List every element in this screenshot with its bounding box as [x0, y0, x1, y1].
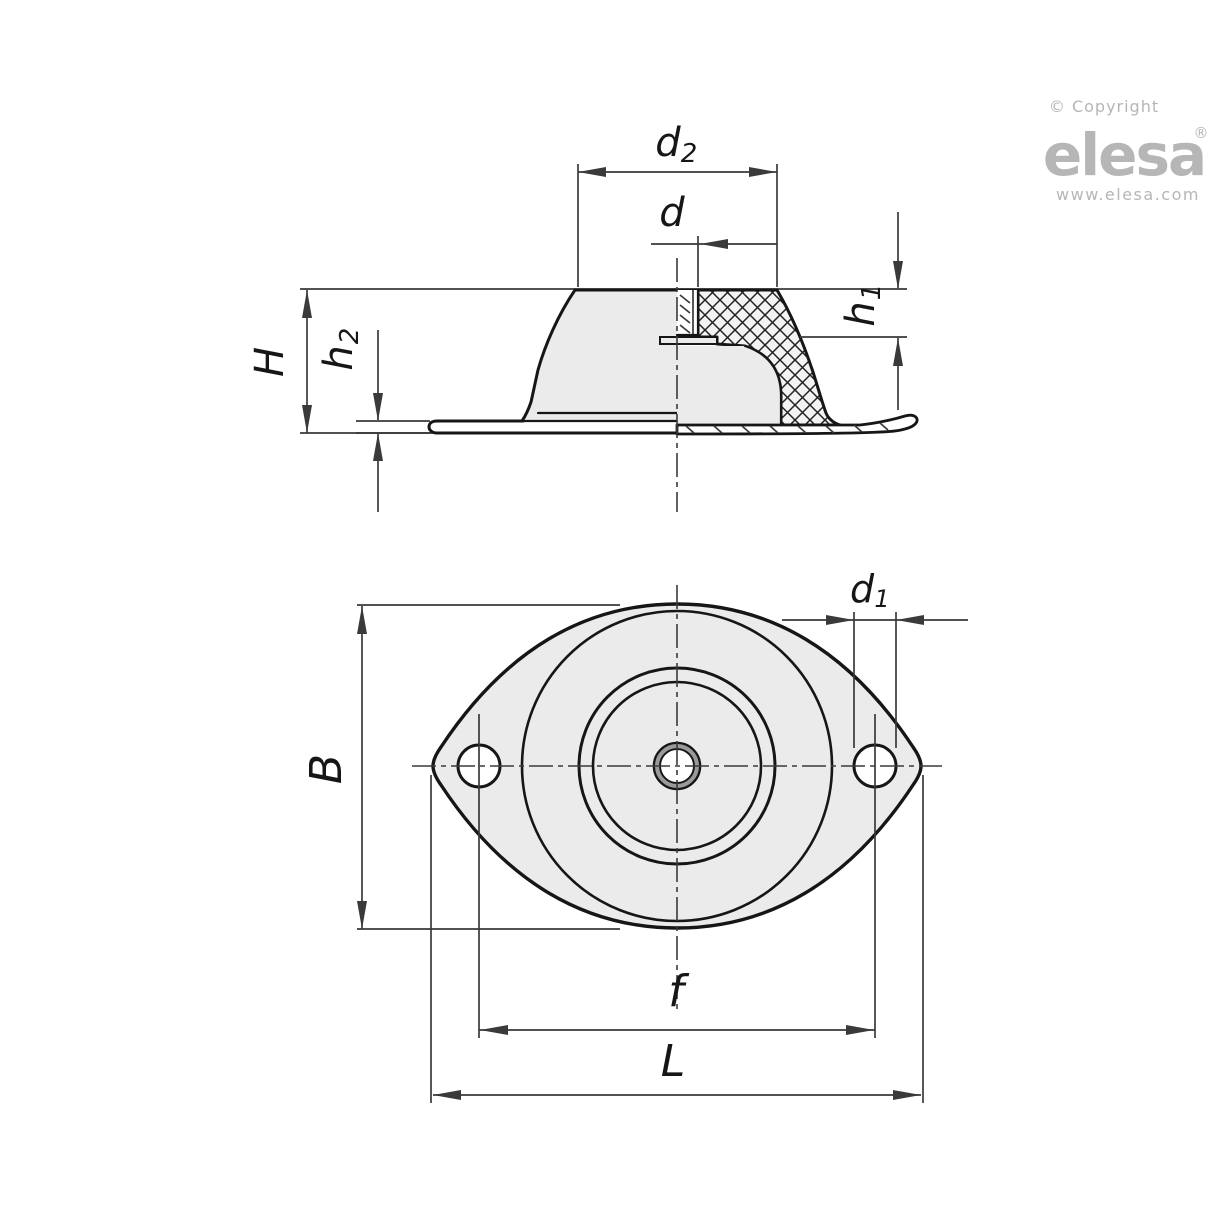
elesa-logo: © Copyright elesa ® www.elesa.com: [1043, 97, 1209, 204]
dim-label-d2: d: [655, 120, 681, 166]
dimension-L: L: [430, 775, 924, 1103]
arrowhead: [373, 433, 383, 461]
dim-label-H: H: [247, 347, 293, 377]
arrowhead: [302, 290, 312, 318]
dim-label-h1-sub: 1: [857, 284, 887, 301]
arrowhead: [357, 901, 367, 929]
base-plate-right-section: [675, 413, 919, 436]
dimension-h2: h 2: [316, 328, 430, 512]
arrowhead: [480, 1025, 508, 1035]
arrowhead: [896, 615, 924, 625]
dim-label-h1: h: [838, 301, 884, 326]
arrowhead: [302, 405, 312, 433]
side-view: d 2 d h 1 H: [247, 120, 919, 512]
dim-label-f: f: [668, 966, 690, 1017]
top-view: B d 1 f L: [301, 567, 968, 1103]
dim-label-d1-sub: 1: [874, 585, 889, 613]
interior-shoulder-curve: [743, 344, 783, 427]
brand-wordmark: elesa: [1043, 121, 1205, 189]
arrowhead: [893, 261, 903, 289]
arrowhead: [373, 393, 383, 421]
dim-label-d: d: [659, 190, 685, 236]
dim-label-B: B: [301, 754, 352, 784]
dimension-d: d: [651, 190, 777, 287]
arrowhead: [893, 1090, 921, 1100]
copyright-text: © Copyright: [1049, 97, 1159, 116]
dim-label-h2: h: [316, 345, 362, 370]
thread-hatch: [679, 294, 691, 334]
arrowhead: [700, 239, 728, 249]
dimension-d1: d 1: [782, 567, 968, 748]
arrowhead: [846, 1025, 874, 1035]
arrowhead: [433, 1090, 461, 1100]
arrowhead: [578, 167, 606, 177]
threaded-hole: [675, 288, 700, 337]
dimension-d2: d 2: [577, 120, 778, 287]
dim-label-h2-sub: 2: [335, 328, 365, 345]
website-text: www.elesa.com: [1056, 185, 1200, 204]
dimension-f: f: [479, 966, 875, 1035]
dim-label-L: L: [661, 1036, 686, 1087]
arrowhead: [357, 606, 367, 634]
dimension-h1: h 1: [800, 212, 907, 410]
interior-surface: [677, 346, 781, 425]
arrowhead: [749, 167, 777, 177]
plate-section-hatch: [685, 422, 889, 434]
dome-left-body: [522, 290, 677, 421]
base-plate-left: [427, 419, 679, 435]
dimension-B: B: [301, 604, 620, 930]
insert-flange: [659, 336, 718, 345]
dimension-H: H: [247, 290, 312, 433]
dim-label-d2-sub: 2: [681, 139, 698, 169]
arrowhead: [826, 615, 854, 625]
dome-left-silhouette: [520, 288, 577, 423]
registered-mark: ®: [1194, 124, 1209, 142]
dim-label-d1: d: [850, 567, 875, 611]
arrowhead: [893, 338, 903, 366]
